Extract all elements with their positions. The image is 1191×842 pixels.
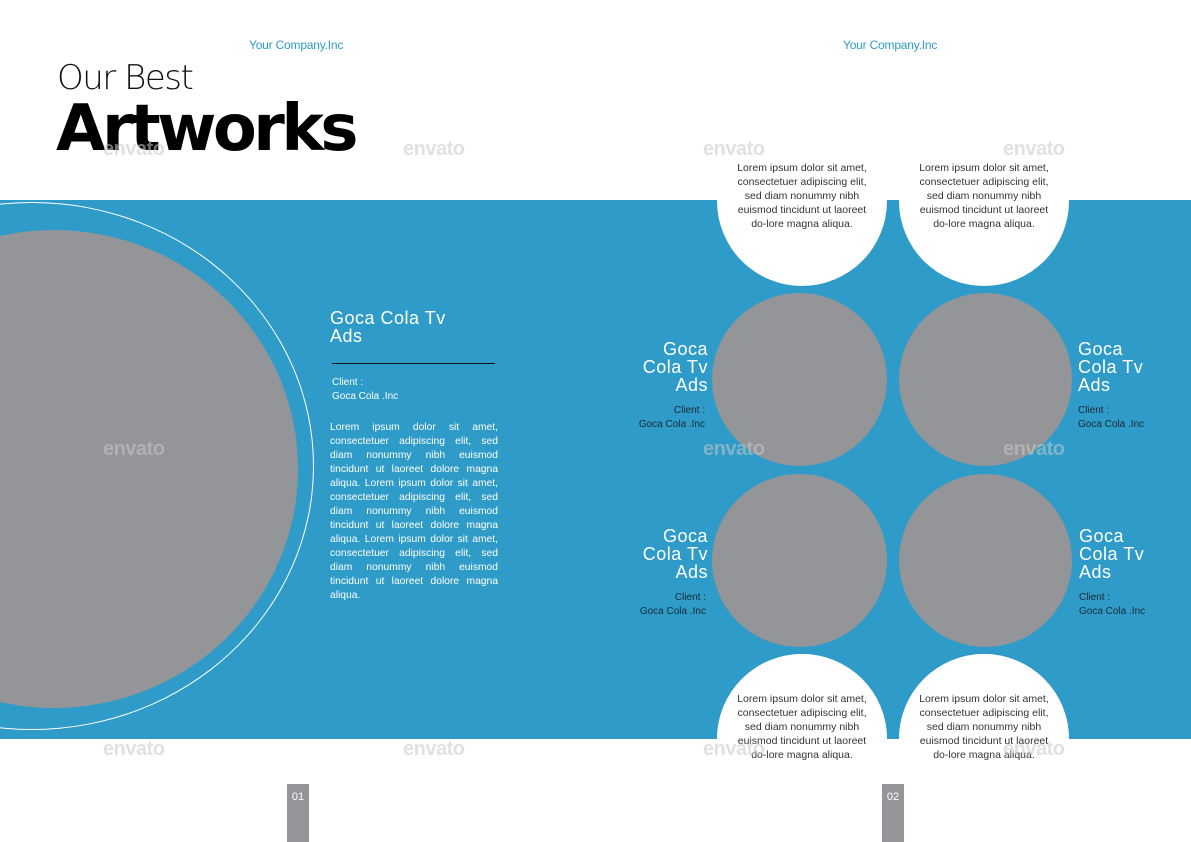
item-title-line: Goca bbox=[1079, 526, 1125, 546]
client-name: Goca Cola .Inc bbox=[332, 391, 399, 402]
item-title-line: Goca bbox=[1078, 339, 1124, 359]
text-bubble bbox=[899, 116, 1069, 286]
watermark: envato bbox=[103, 138, 165, 160]
text-bubble-cap bbox=[717, 654, 887, 824]
watermark: envato bbox=[1003, 438, 1065, 460]
item-title: Goca Cola Tv Ads bbox=[1078, 340, 1143, 394]
item-title-line: Ads bbox=[675, 562, 708, 582]
watermark: envato bbox=[403, 738, 465, 760]
watermark: envato bbox=[103, 738, 165, 760]
text-bubble bbox=[717, 116, 887, 286]
blue-band bbox=[596, 200, 1191, 739]
client-label: Client : bbox=[332, 377, 364, 388]
watermark: envato bbox=[703, 138, 765, 160]
client-label: Client : bbox=[1079, 592, 1111, 603]
feature-body: Lorem ipsum dolor sit amet, consectetuer… bbox=[330, 422, 498, 601]
watermark: envato bbox=[1003, 738, 1065, 760]
item-title-line: Ads bbox=[675, 375, 708, 395]
feature-title-line: Ads bbox=[330, 326, 363, 346]
page-right: Your Company.Inc Lorem ipsum dolor sit a… bbox=[596, 0, 1191, 842]
client-info: Client : Goca Cola .Inc bbox=[616, 591, 706, 619]
item-title-line: Cola Tv bbox=[642, 357, 708, 377]
image-placeholder bbox=[712, 293, 887, 466]
client-name: Goca Cola .Inc bbox=[638, 419, 705, 430]
image-placeholder bbox=[899, 474, 1072, 647]
item-title-line: Goca bbox=[662, 526, 708, 546]
item-title-line: Ads bbox=[1078, 375, 1111, 395]
item-title-line: Cola Tv bbox=[642, 544, 708, 564]
company-name: Your Company.Inc bbox=[249, 38, 344, 52]
feature-title: Goca Cola Tv Ads bbox=[330, 309, 446, 345]
client-info: Client : Goca Cola .Inc bbox=[1079, 591, 1145, 619]
watermark: envato bbox=[403, 138, 465, 160]
company-name: Your Company.Inc bbox=[843, 38, 938, 52]
item-title-line: Ads bbox=[1079, 562, 1112, 582]
client-label: Client : bbox=[674, 592, 706, 603]
image-placeholder bbox=[899, 293, 1072, 466]
page-title-bold: Artworks bbox=[56, 92, 359, 166]
client-name: Goca Cola .Inc bbox=[1078, 419, 1145, 430]
page-title-light: Our Best bbox=[57, 58, 194, 98]
bubble-text: Lorem ipsum dolor sit amet, consectetuer… bbox=[737, 693, 867, 761]
client-name: Goca Cola .Inc bbox=[1079, 606, 1146, 617]
item-title: Goca Cola Tv Ads bbox=[616, 527, 708, 581]
item-title: Goca Cola Tv Ads bbox=[616, 340, 708, 394]
page-number: 02 bbox=[882, 784, 904, 842]
client-info: Client : Goca Cola .Inc bbox=[332, 376, 398, 404]
watermark: envato bbox=[1003, 138, 1065, 160]
page-left: Your Company.Inc Our Best Artworks Goca … bbox=[0, 38, 596, 842]
watermark: envato bbox=[103, 438, 165, 460]
client-name: Goca Cola .Inc bbox=[639, 606, 706, 617]
client-label: Client : bbox=[1078, 405, 1110, 416]
text-bubble-cap bbox=[899, 654, 1069, 824]
page-number: 01 bbox=[287, 784, 309, 842]
watermark: envato bbox=[703, 738, 765, 760]
feature-title-line: Goca Cola Tv bbox=[330, 308, 446, 328]
client-label: Client : bbox=[673, 405, 705, 416]
image-placeholder bbox=[712, 474, 887, 647]
bubble-text: Lorem ipsum dolor sit amet, consectetuer… bbox=[919, 162, 1049, 230]
item-title-line: Cola Tv bbox=[1078, 357, 1144, 377]
bubble-text: Lorem ipsum dolor sit amet, consectetuer… bbox=[919, 693, 1049, 761]
item-title-line: Goca bbox=[662, 339, 708, 359]
divider bbox=[332, 363, 495, 364]
watermark: envato bbox=[703, 438, 765, 460]
item-title: Goca Cola Tv Ads bbox=[1079, 527, 1144, 581]
client-info: Client : Goca Cola .Inc bbox=[1078, 404, 1144, 432]
client-info: Client : Goca Cola .Inc bbox=[616, 404, 705, 432]
item-title-line: Cola Tv bbox=[1079, 544, 1145, 564]
bubble-text: Lorem ipsum dolor sit amet, consectetuer… bbox=[737, 162, 867, 230]
